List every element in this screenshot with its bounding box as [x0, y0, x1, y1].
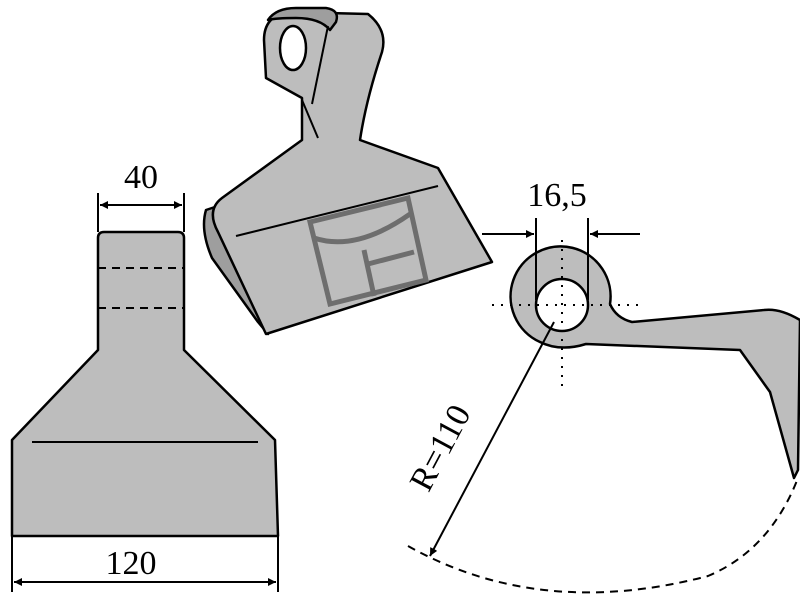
swing-arc [407, 477, 799, 594]
dim-120-label: 120 [106, 545, 157, 582]
perspective-neck-edge [301, 99, 319, 139]
radius-line [429, 321, 555, 557]
dim-40-label: 40 [124, 159, 158, 196]
front-view: 40 120 [10, 159, 280, 592]
perspective-hole [278, 24, 308, 72]
brand-logo-icon [306, 194, 429, 308]
front-view-body [10, 230, 280, 538]
dim-16-5-label: 16,5 [527, 177, 587, 214]
radius-label: R=110 [403, 399, 479, 497]
perspective-view [202, 6, 494, 336]
perspective-bevel-line [235, 185, 439, 237]
perspective-eye-edge [311, 25, 329, 105]
perspective-body [211, 10, 494, 336]
perspective-eye-top [266, 6, 339, 32]
